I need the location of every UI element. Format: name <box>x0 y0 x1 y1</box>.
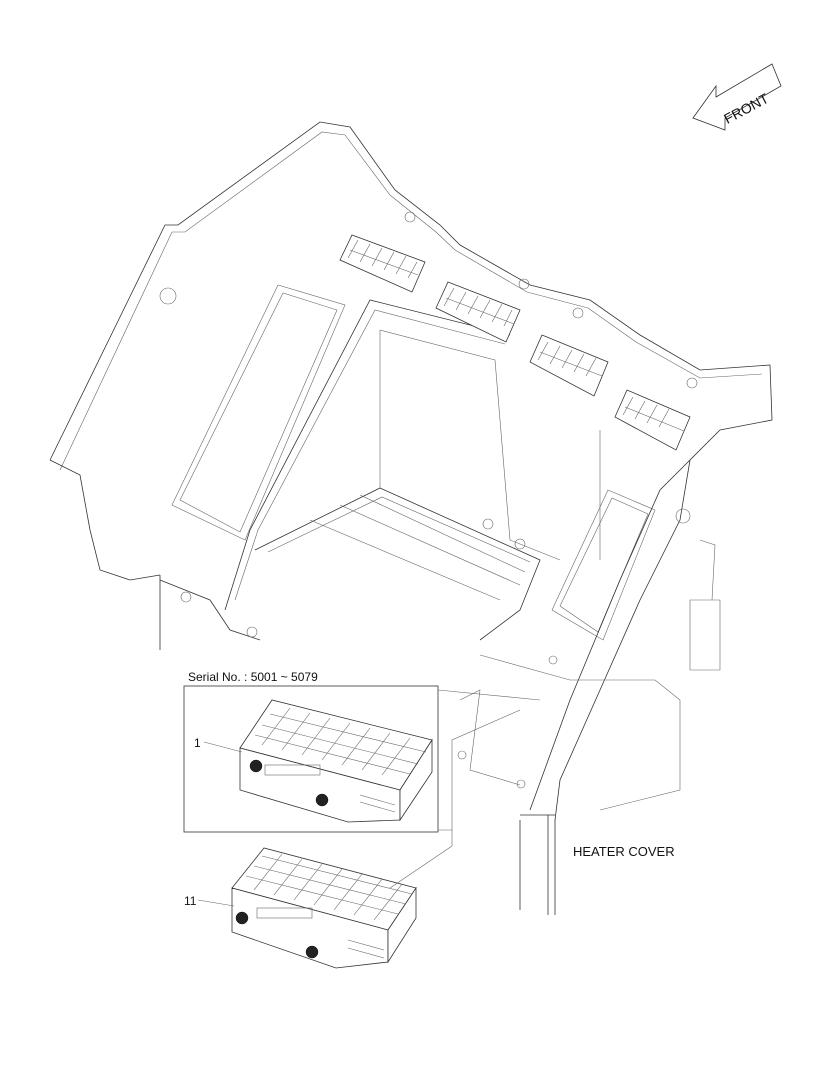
rear-trim-panel <box>49 121 773 915</box>
radio-unit-1 <box>239 699 433 823</box>
heater-cover-label: HEATER COVER <box>573 844 675 859</box>
serial-range-label: Serial No. : 5001 ~ 5079 <box>188 670 318 684</box>
serial-range-frame <box>183 685 439 833</box>
callout-11: 11 <box>184 894 197 908</box>
air-vent <box>339 234 426 293</box>
radio-unit-11 <box>231 847 417 969</box>
front-arrow-icon: FRONT <box>692 63 782 131</box>
air-vent <box>435 281 521 343</box>
callout-1: 1 <box>194 736 201 750</box>
air-vent <box>529 334 609 397</box>
air-vent <box>614 389 691 451</box>
